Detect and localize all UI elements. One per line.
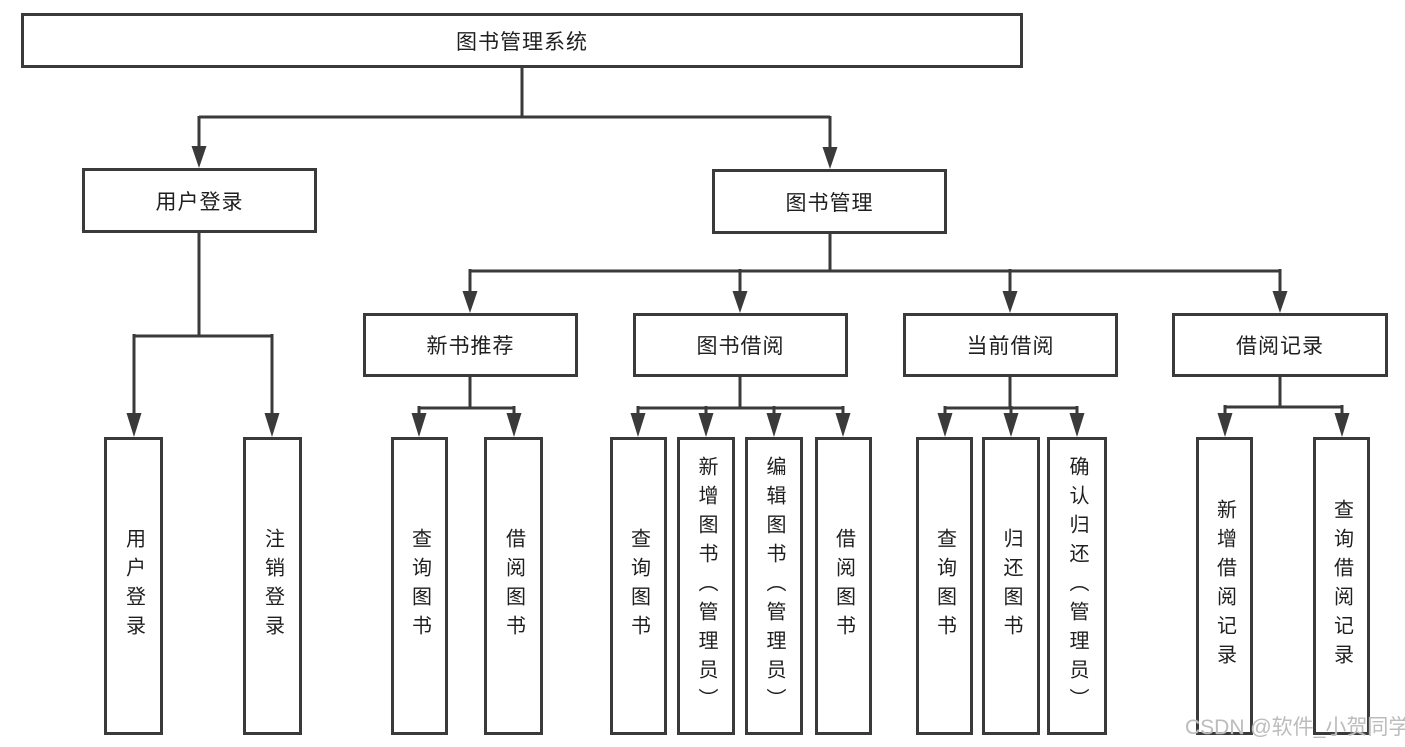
node-label: 新增图书（管理员） <box>695 455 717 717</box>
leaf-add-books-admin: 新增图书（管理员） <box>677 437 735 735</box>
node-label: 查询借阅记录 <box>1330 499 1353 673</box>
node-current-borrowing: 当前借阅 <box>903 313 1118 377</box>
node-label: 图书借阅 <box>696 335 785 358</box>
csdn-watermark: CSDN @软件_小贺同学 <box>1185 716 1405 739</box>
leaf-rec-query-books: 查询图书 <box>391 437 448 735</box>
node-label: 当前借阅 <box>966 335 1055 358</box>
leaf-logout: 注销登录 <box>243 437 302 735</box>
leaf-confirm-return-admin: 确认归还（管理员） <box>1047 437 1107 735</box>
node-label: 借阅图书 <box>832 528 855 644</box>
node-new-book-recommendation: 新书推荐 <box>363 313 578 377</box>
leaf-query-borrow-record: 查询借阅记录 <box>1313 437 1370 735</box>
node-book-management: 图书管理 <box>712 169 947 234</box>
node-label: 用户登录 <box>155 190 244 214</box>
node-label: 注销登录 <box>261 528 284 644</box>
leaf-rec-borrow-books: 借阅图书 <box>484 437 543 735</box>
node-label: 用户登录 <box>122 528 145 644</box>
node-label: 借阅记录 <box>1236 335 1324 358</box>
node-label: 归还图书 <box>1000 528 1022 644</box>
node-library-management-system: 图书管理系统 <box>21 13 1023 68</box>
node-borrowing-records: 借阅记录 <box>1172 313 1388 377</box>
node-label: 编辑图书（管理员） <box>763 455 785 717</box>
leaf-add-borrow-record: 新增借阅记录 <box>1196 437 1253 735</box>
node-label: 图书管理系统 <box>456 30 588 54</box>
node-label: 新增借阅记录 <box>1213 499 1236 673</box>
leaf-return-books: 归还图书 <box>982 437 1040 735</box>
node-label: 查询图书 <box>627 528 650 644</box>
node-label: 查询图书 <box>408 528 431 644</box>
node-book-borrowing: 图书借阅 <box>633 313 848 377</box>
arrowheads <box>126 146 1350 437</box>
node-user-login: 用户登录 <box>82 168 317 233</box>
node-label: 确认归还（管理员） <box>1066 455 1088 717</box>
leaf-borrow-query-books: 查询图书 <box>610 437 667 735</box>
node-label: 查询图书 <box>933 528 956 644</box>
leaf-borrow-borrow-books: 借阅图书 <box>815 437 872 735</box>
leaf-user-login: 用户登录 <box>104 437 163 735</box>
node-label: 图书管理 <box>785 191 874 215</box>
node-label: 新书推荐 <box>426 335 515 358</box>
node-label: 借阅图书 <box>502 528 525 644</box>
leaf-edit-books-admin: 编辑图书（管理员） <box>745 437 803 735</box>
leaf-current-query-books: 查询图书 <box>916 437 973 735</box>
